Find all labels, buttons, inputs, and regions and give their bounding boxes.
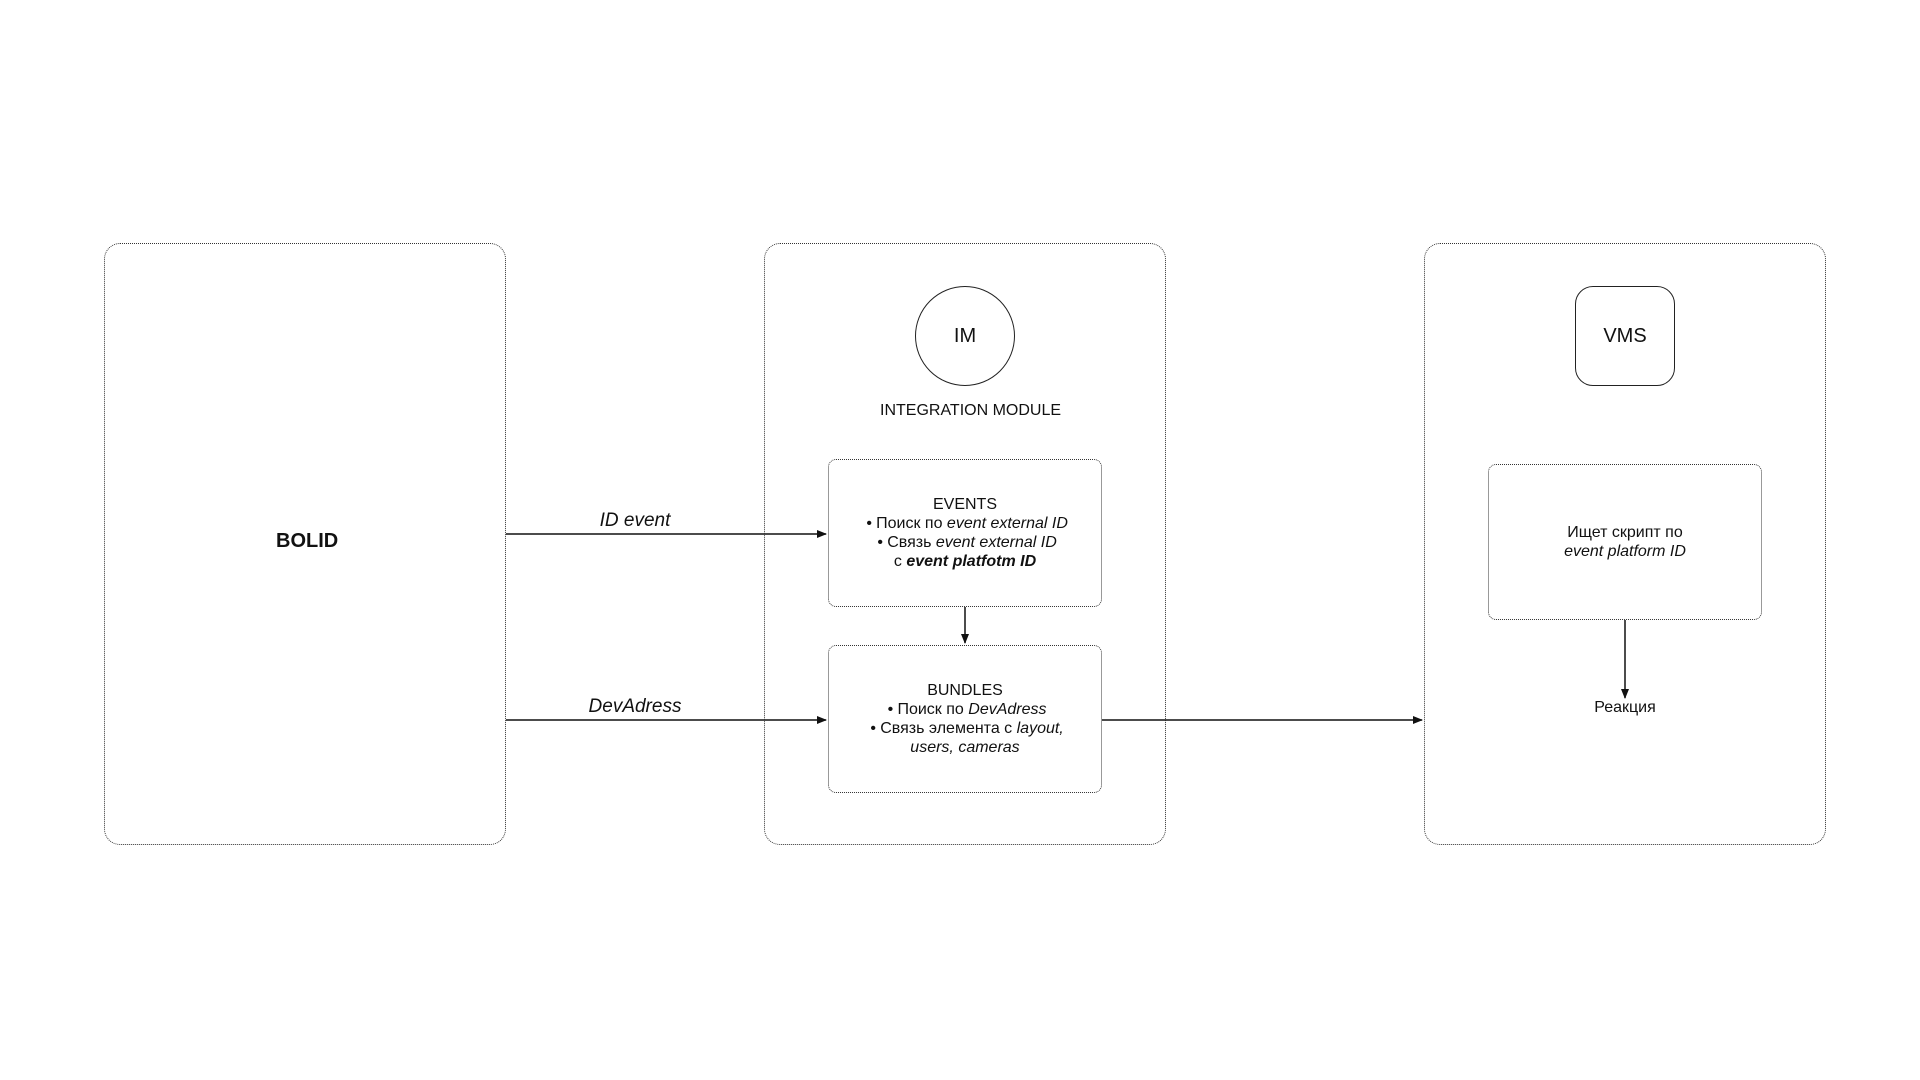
bundles-item-link: •Связь элемента с layout, xyxy=(870,720,1064,737)
im-node-label: IM xyxy=(953,324,977,347)
integration-module-container xyxy=(764,243,1166,845)
events-item-link: •Связь event external ID xyxy=(877,534,1057,551)
vms-search-line1: Ищет скрипт по xyxy=(1567,524,1683,541)
bundles-item-link-cont: users, cameras xyxy=(910,739,1020,756)
dev-adress-label: DevAdress xyxy=(588,696,682,717)
events-item-search: •Поиск по event external ID xyxy=(866,515,1068,532)
vms-node: VMS xyxy=(1575,286,1675,386)
id-event-label: ID event xyxy=(599,510,671,531)
vms-node-label: VMS xyxy=(1603,324,1647,347)
bundles-list: •Поиск по DevAdress •Связь элемента с la… xyxy=(866,700,1064,757)
vms-search-box: Ищет скрипт по event platform ID xyxy=(1488,464,1762,620)
bolid-label: BOLID xyxy=(276,530,339,552)
bundles-box: BUNDLES •Поиск по DevAdress •Связь элеме… xyxy=(828,645,1102,793)
events-box: EVENTS •Поиск по event external ID •Связ… xyxy=(828,459,1102,607)
bundles-item-search: •Поиск по DevAdress xyxy=(887,701,1047,718)
events-item-link-cont: с event platfotm ID xyxy=(893,553,1037,570)
bundles-title: BUNDLES xyxy=(927,682,1003,699)
events-title: EVENTS xyxy=(932,496,997,513)
integration-module-title: INTEGRATION MODULE xyxy=(880,402,1062,419)
vms-container xyxy=(1424,243,1826,845)
im-node: IM xyxy=(915,286,1015,386)
events-list: •Поиск по event external ID •Связь event… xyxy=(862,514,1068,571)
reaction-label: Реакция xyxy=(1594,699,1656,716)
bolid-container xyxy=(104,243,506,845)
vms-search-line2: event platform ID xyxy=(1564,543,1686,560)
